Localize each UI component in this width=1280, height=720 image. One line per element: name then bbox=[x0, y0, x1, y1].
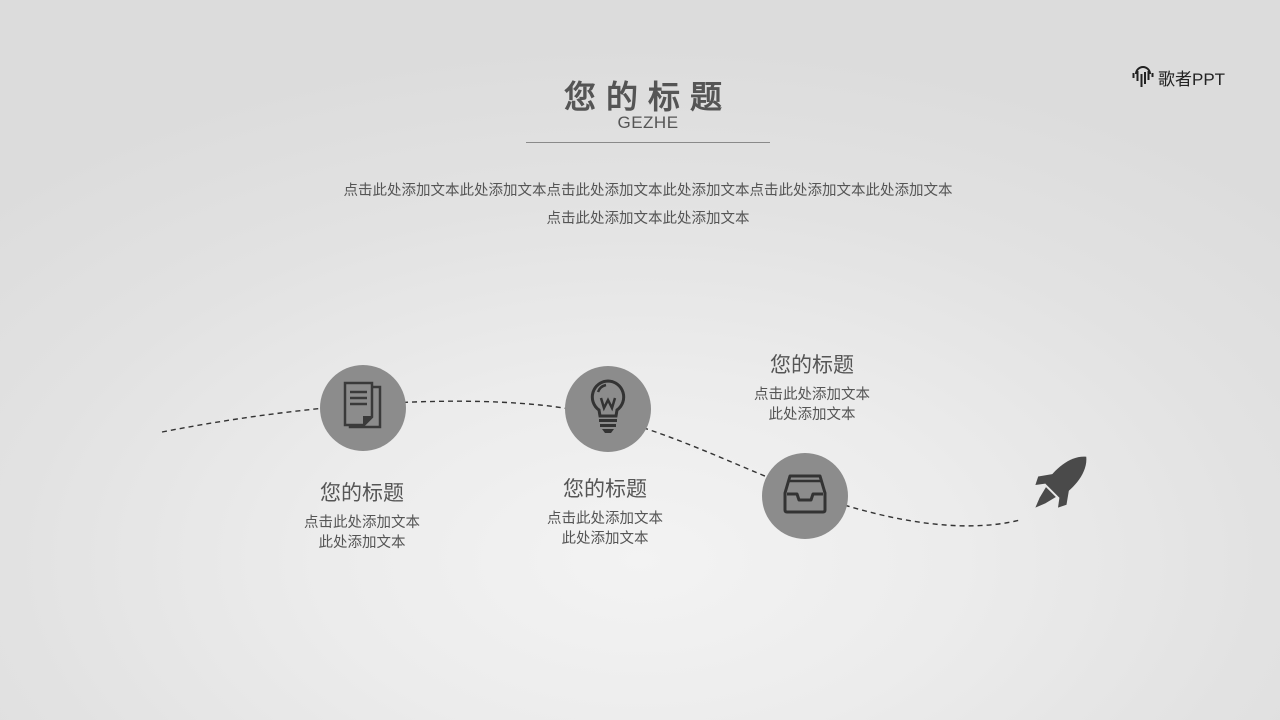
step-1-desc-2: 此处添加文本 bbox=[318, 535, 406, 551]
brand-logo: 歌者PPT bbox=[1132, 62, 1225, 92]
slide-description: 点击此处添加文本此处添加文本点击此处添加文本此处添加文本点击此处添加文本此处添加… bbox=[240, 177, 1056, 233]
description-line-1: 点击此处添加文本此处添加文本点击此处添加文本此处添加文本点击此处添加文本此处添加… bbox=[343, 183, 953, 199]
slide-title: 您的标题 bbox=[563, 78, 732, 116]
step-1-desc-1: 点击此处添加文本 bbox=[304, 515, 420, 531]
step-1-title: 您的标题 bbox=[320, 481, 404, 505]
step-3-desc-1: 点击此处添加文本 bbox=[754, 387, 870, 403]
slide-subtitle: GEZHE bbox=[617, 113, 679, 132]
microphone-waveform-icon bbox=[1132, 62, 1154, 92]
lightbulb-icon bbox=[587, 378, 629, 440]
step-2-text: 您的标题 点击此处添加文本 此处添加文本 bbox=[505, 473, 705, 549]
step-1-text: 您的标题 点击此处添加文本 此处添加文本 bbox=[262, 477, 462, 553]
step-1-circle bbox=[320, 365, 406, 451]
inbox-tray-icon bbox=[781, 473, 829, 519]
rocket-icon bbox=[1018, 445, 1098, 529]
step-3-title: 您的标题 bbox=[770, 353, 854, 377]
title-divider bbox=[526, 142, 770, 143]
step-2-desc-2: 此处添加文本 bbox=[561, 531, 649, 547]
step-2-circle bbox=[565, 366, 651, 452]
step-3-circle bbox=[762, 453, 848, 539]
step-2-title: 您的标题 bbox=[563, 477, 647, 501]
step-2-desc-1: 点击此处添加文本 bbox=[547, 511, 663, 527]
brand-name: 歌者PPT bbox=[1158, 69, 1226, 89]
document-icon bbox=[342, 381, 384, 435]
step-3-desc-2: 此处添加文本 bbox=[768, 407, 856, 423]
step-3-text: 您的标题 点击此处添加文本 此处添加文本 bbox=[712, 349, 912, 425]
description-line-2: 点击此处添加文本此处添加文本 bbox=[546, 211, 750, 227]
